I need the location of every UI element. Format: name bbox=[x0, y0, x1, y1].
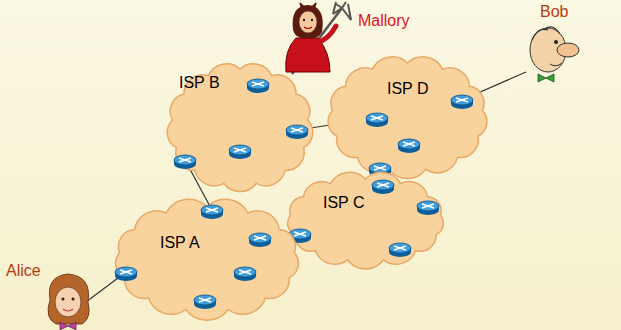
router-top bbox=[234, 267, 256, 277]
cloud-outline bbox=[328, 57, 487, 179]
router-arrows bbox=[377, 183, 389, 187]
cloud-shape bbox=[112, 200, 302, 318]
router-icon bbox=[247, 79, 269, 93]
router-top bbox=[389, 243, 411, 253]
router-top bbox=[247, 79, 269, 89]
router-top bbox=[249, 233, 271, 243]
alice-figure bbox=[48, 274, 89, 330]
cloud-shape bbox=[283, 172, 448, 268]
router-arrows bbox=[394, 246, 406, 250]
router-top bbox=[372, 180, 394, 190]
router-icon bbox=[366, 113, 388, 127]
router-top bbox=[366, 113, 388, 123]
router-icon bbox=[115, 267, 137, 281]
router-icon bbox=[174, 155, 196, 169]
router-arrows bbox=[234, 148, 246, 152]
router-top bbox=[201, 205, 223, 215]
router-arrows bbox=[252, 82, 264, 86]
router-arrows bbox=[199, 298, 211, 302]
router-arrows bbox=[206, 208, 218, 212]
router-arrows bbox=[179, 158, 191, 162]
mallory-figure bbox=[286, 2, 351, 74]
router-arrows bbox=[294, 232, 306, 236]
router-arrows bbox=[120, 270, 132, 274]
router-top bbox=[194, 295, 216, 305]
router-top bbox=[229, 145, 251, 155]
cloud-label: ISP D bbox=[387, 80, 429, 98]
router-arrows bbox=[422, 204, 434, 208]
router-icon bbox=[417, 201, 439, 215]
cloud-outline bbox=[116, 199, 299, 320]
router-arrows bbox=[239, 270, 251, 274]
isp-cloud: ISP D bbox=[325, 56, 490, 178]
person-name: Alice bbox=[6, 262, 41, 280]
router-icon bbox=[451, 95, 473, 109]
person-name: Bob bbox=[540, 3, 568, 21]
router-icon bbox=[234, 267, 256, 281]
cloud-label: ISP B bbox=[179, 74, 220, 92]
router-icon bbox=[249, 233, 271, 247]
isp-cloud: ISP C bbox=[283, 172, 448, 268]
cloud-label: ISP C bbox=[323, 194, 365, 212]
router-arrows bbox=[374, 166, 386, 170]
router-arrows bbox=[291, 128, 303, 132]
isp-cloud: ISP A bbox=[112, 200, 302, 318]
router-icon bbox=[286, 125, 308, 139]
person-name: Mallory bbox=[358, 12, 410, 30]
router-icon bbox=[229, 145, 251, 159]
router-top bbox=[174, 155, 196, 165]
router-top bbox=[115, 267, 137, 277]
router-arrows bbox=[371, 116, 383, 120]
router-icon bbox=[201, 205, 223, 219]
router-top bbox=[417, 201, 439, 211]
router-icon bbox=[398, 139, 420, 153]
router-top bbox=[398, 139, 420, 149]
router-arrows bbox=[403, 142, 415, 146]
router-icon bbox=[372, 180, 394, 194]
router-icon bbox=[389, 243, 411, 257]
bob-figure bbox=[530, 27, 579, 82]
cloud-label: ISP A bbox=[160, 234, 200, 252]
cloud-outline bbox=[167, 64, 312, 192]
router-arrows bbox=[456, 98, 468, 102]
cloud-shape bbox=[325, 56, 490, 178]
router-top bbox=[286, 125, 308, 135]
router-icon bbox=[194, 295, 216, 309]
router-arrows bbox=[254, 236, 266, 240]
isp-cloud: ISP B bbox=[165, 62, 315, 192]
router-top bbox=[451, 95, 473, 105]
cloud-outline bbox=[288, 172, 444, 269]
